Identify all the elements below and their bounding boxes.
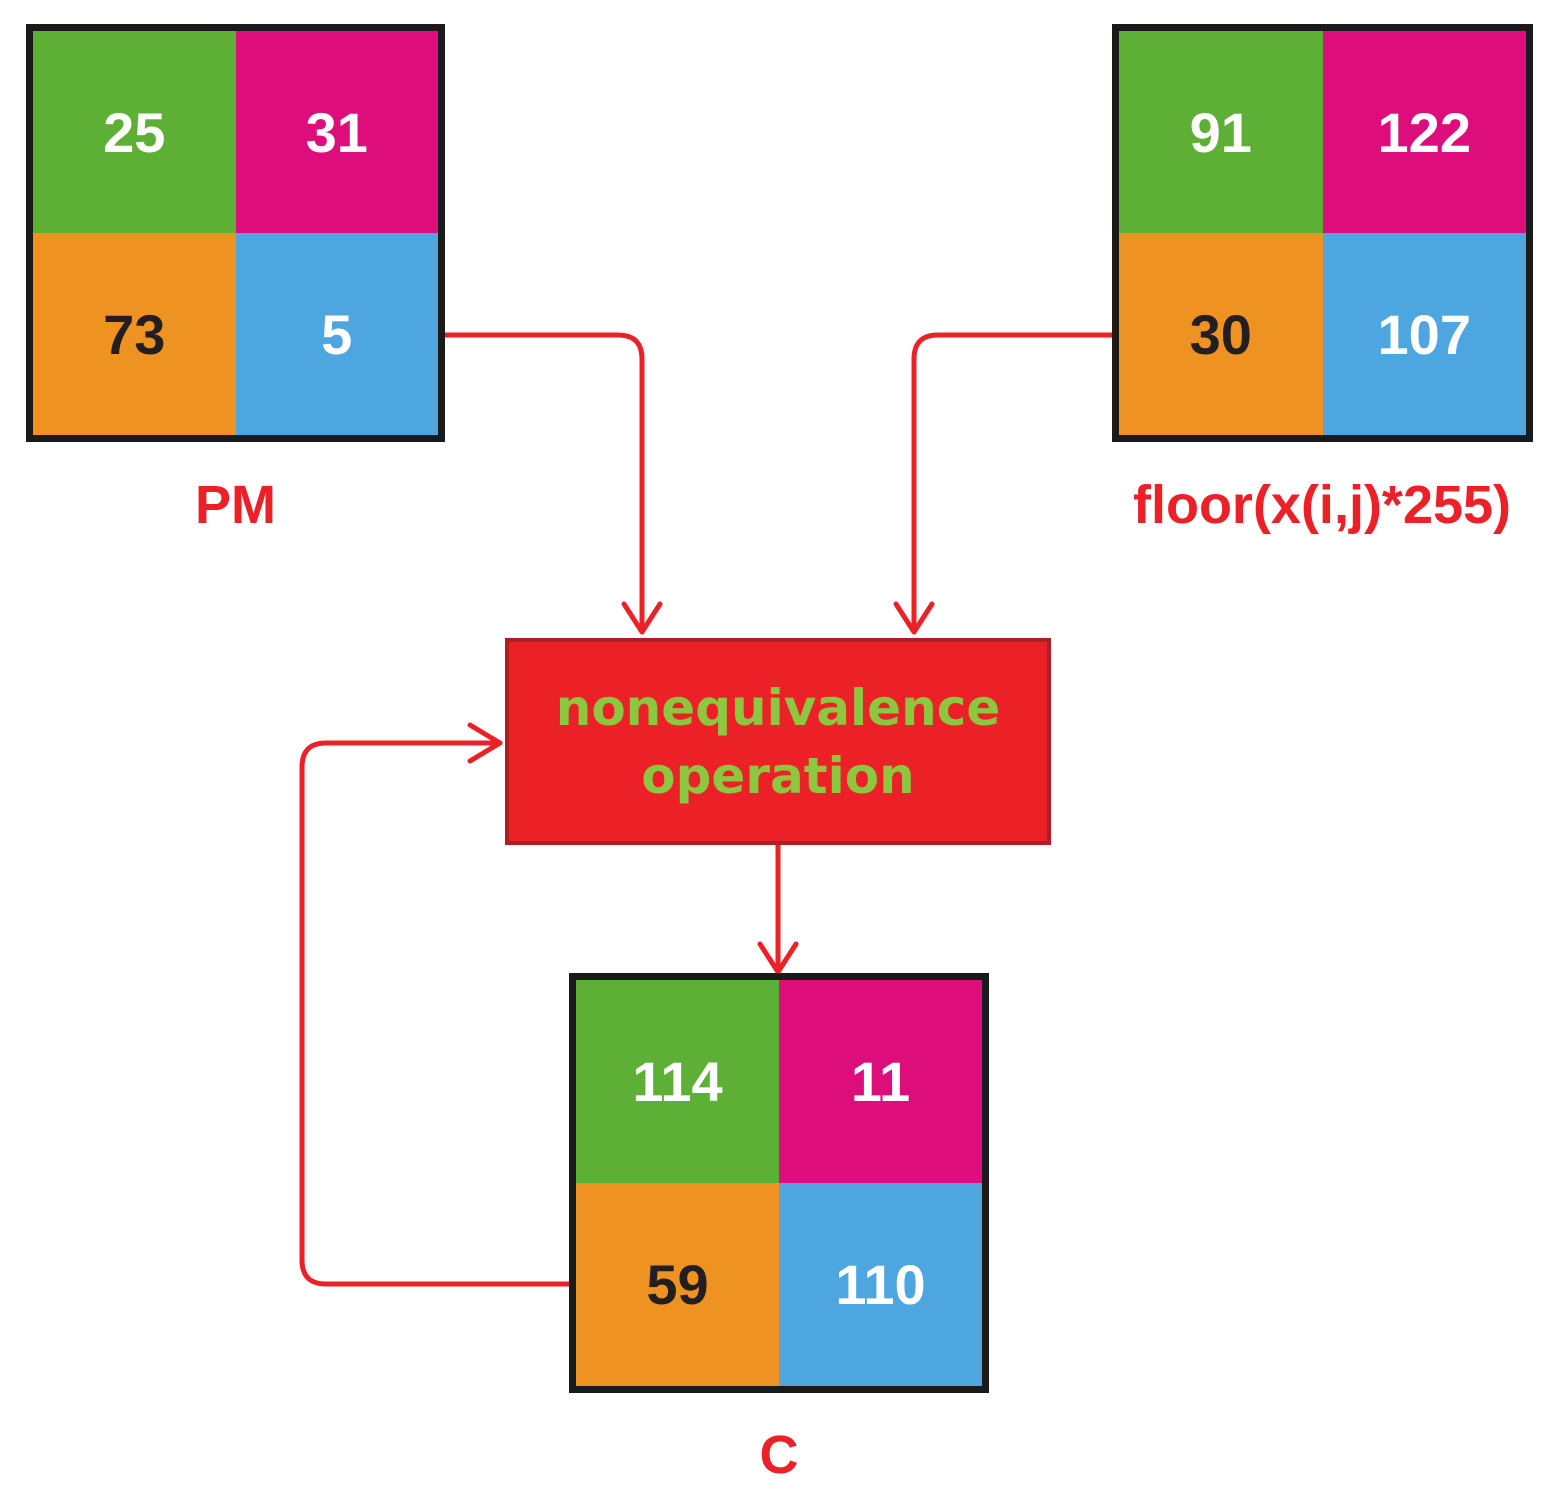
operation-line-2: operation [641,746,915,805]
key-label: floor(x(i,j)*255) [1132,475,1512,535]
arrow-c-feedback [299,740,574,1287]
c-cell-top-right: 11 [779,980,982,1183]
pm-cell-top-left: 25 [33,31,236,233]
key-cell-top-right: 122 [1322,31,1526,233]
operation-line-1: nonequivalence [555,678,1001,737]
pm-cell-bottom-left: 73 [33,233,236,435]
c-cell-top-left: 114 [576,980,779,1183]
c-cell-bottom-left: 59 [576,1183,779,1386]
key-cell-top-left: 91 [1119,31,1323,233]
nonequivalence-operation-box: nonequivalence operation [505,638,1051,845]
pm-label: PM [195,475,276,535]
pm-cell-top-right: 31 [235,31,438,233]
key-matrix: 91 122 30 107 [1112,24,1533,442]
c-label: C [759,1425,799,1485]
key-cell-bottom-right: 107 [1322,233,1526,435]
pm-cell-bottom-right: 5 [235,233,438,435]
arrow-key-to-operation [911,332,1116,632]
arrow-pm-to-operation [440,332,645,632]
c-cell-bottom-right: 110 [779,1183,982,1386]
pm-matrix: 25 31 73 5 [26,24,445,442]
c-matrix: 114 11 59 110 [569,973,989,1393]
key-cell-bottom-left: 30 [1119,233,1323,435]
